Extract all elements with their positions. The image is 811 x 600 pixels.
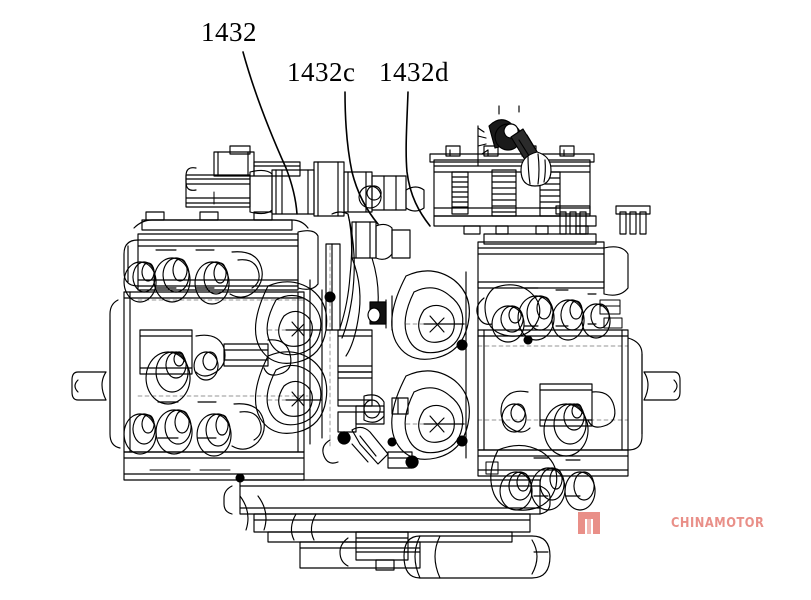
exhaust-cylinder <box>339 531 551 579</box>
leader-1432d <box>405 91 431 227</box>
oil-pan-sump <box>223 479 551 569</box>
reference-label-1432c: 1432c <box>287 57 356 87</box>
watermark: CHINAMOTOR <box>576 508 766 544</box>
leader-1432 <box>242 51 298 215</box>
drawing-linework <box>71 51 681 579</box>
watermark-text: CHINAMOTOR <box>671 516 765 531</box>
center-left-cylinder-ports <box>254 279 328 445</box>
left-engine-casing <box>71 291 305 481</box>
chinamotor-logo-icon <box>578 512 600 534</box>
center-linkage <box>322 394 419 469</box>
right-cylinder-head <box>477 205 651 296</box>
left-cylinder-head <box>123 211 319 291</box>
reference-label-1432: 1432 <box>201 17 257 47</box>
center-intake-runners <box>325 211 411 425</box>
intake-manifold-top <box>185 145 425 217</box>
left-port-row-upper <box>123 249 263 305</box>
right-port-row-upper <box>476 284 611 343</box>
sensor-hose-assembly <box>477 105 552 187</box>
reference-label-1432d: 1432d <box>379 57 449 87</box>
fastener-details <box>149 191 623 483</box>
construction-lines <box>137 245 629 447</box>
